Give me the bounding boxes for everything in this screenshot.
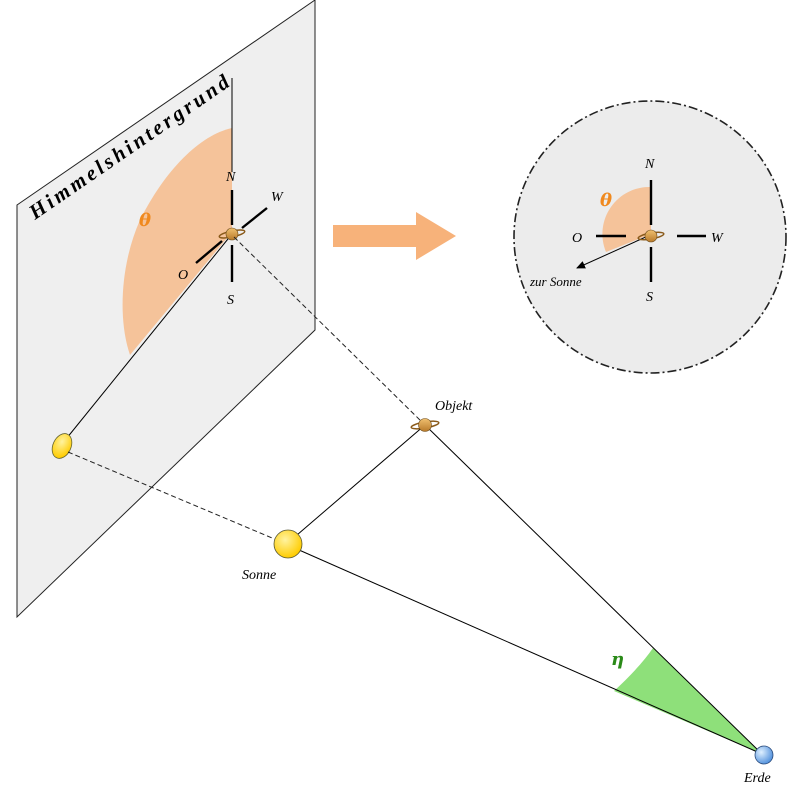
eta-angle-wedge [614, 648, 762, 754]
east-label-plane: O [178, 268, 188, 283]
sun-earth-line [289, 545, 763, 755]
west-label-plane: W [271, 190, 284, 205]
north-label-plane: N [225, 170, 236, 185]
projection-line-sun [67, 451, 285, 544]
sun-direction-arrow-inset [576, 235, 649, 269]
theta-label-plane: θ [139, 210, 151, 231]
west-label-inset: W [711, 231, 724, 246]
transition-arrow [333, 212, 456, 260]
sun [273, 529, 303, 559]
east-tick-plane [195, 240, 223, 264]
object-earth-line [424, 424, 763, 755]
earth-label: Erde [743, 771, 771, 786]
projected-object-planet [218, 227, 246, 241]
sun-direction-line-plane [61, 233, 233, 445]
west-tick-plane [241, 207, 268, 229]
sun-object-line [289, 424, 426, 542]
east-label-inset: O [572, 231, 582, 246]
earth [754, 745, 774, 765]
projected-sun [51, 433, 73, 459]
theta-label-inset: θ [600, 190, 612, 211]
object-planet [410, 418, 440, 432]
south-label-plane: S [227, 293, 234, 308]
south-label-inset: S [646, 290, 653, 305]
north-label-inset: N [644, 157, 655, 172]
sun-direction-label-inset: zur Sonne [529, 274, 582, 289]
object-label: Objekt [435, 399, 473, 414]
object-planet-inset [637, 229, 665, 243]
projection-line-object [233, 236, 426, 426]
theta-sector-plane [122, 128, 232, 355]
eta-label: η [611, 649, 624, 670]
sun-label: Sonne [242, 568, 276, 583]
